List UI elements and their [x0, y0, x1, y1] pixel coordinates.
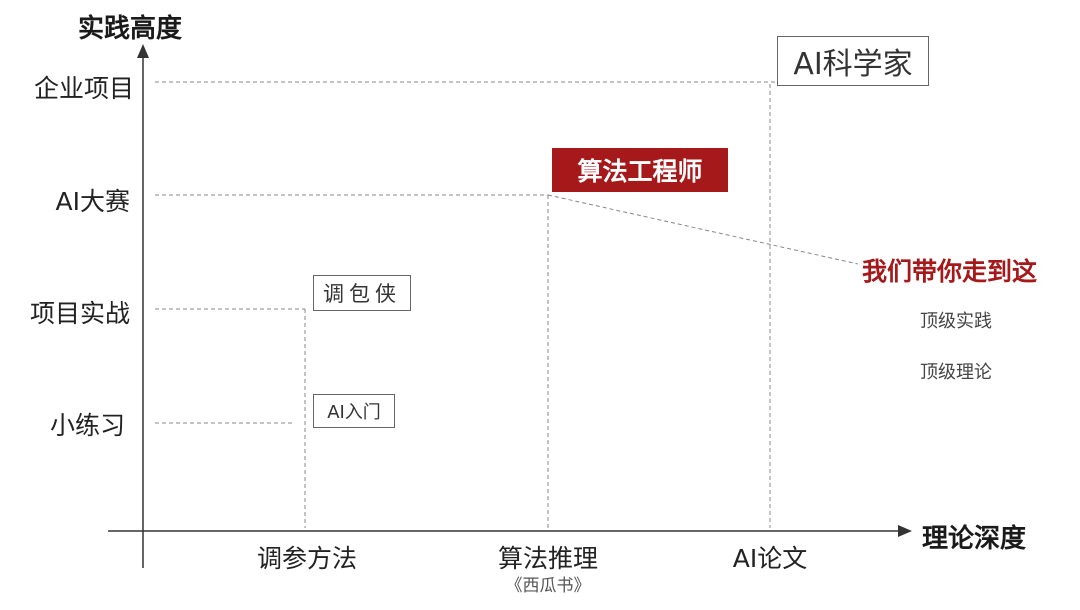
y-axis-arrow: [137, 44, 149, 58]
x-tick-tuning: 调参方法: [256, 544, 357, 573]
y-tick-competition: AI大赛: [55, 187, 130, 216]
node-algorithm-engineer: 算法工程师: [552, 148, 728, 192]
x-tick-algorithm: 算法推理: [497, 544, 598, 573]
y-tick-exercise: 小练习: [49, 411, 125, 440]
node-ai-scientist: AI科学家: [777, 36, 929, 86]
x-axis-arrow: [898, 525, 912, 537]
y-axis-title: 实践高度: [78, 14, 183, 44]
callout-headline: 我们带你走到这: [862, 257, 1038, 286]
x-tick-subtitle: 《西瓜书》: [505, 576, 591, 596]
x-tick-paper: AI论文: [732, 544, 808, 573]
y-tick-practice: 项目实战: [29, 299, 130, 328]
node-ai-intro: AI入门: [313, 394, 395, 428]
guide-diagonal: [547, 194, 859, 265]
node-package-tuner: 调包侠: [313, 275, 411, 311]
y-tick-enterprise: 企业项目: [33, 74, 134, 103]
callout-top-practice: 顶级实践: [920, 311, 992, 332]
callout-top-theory: 顶级理论: [920, 362, 992, 383]
x-axis-title: 理论深度: [922, 524, 1027, 554]
